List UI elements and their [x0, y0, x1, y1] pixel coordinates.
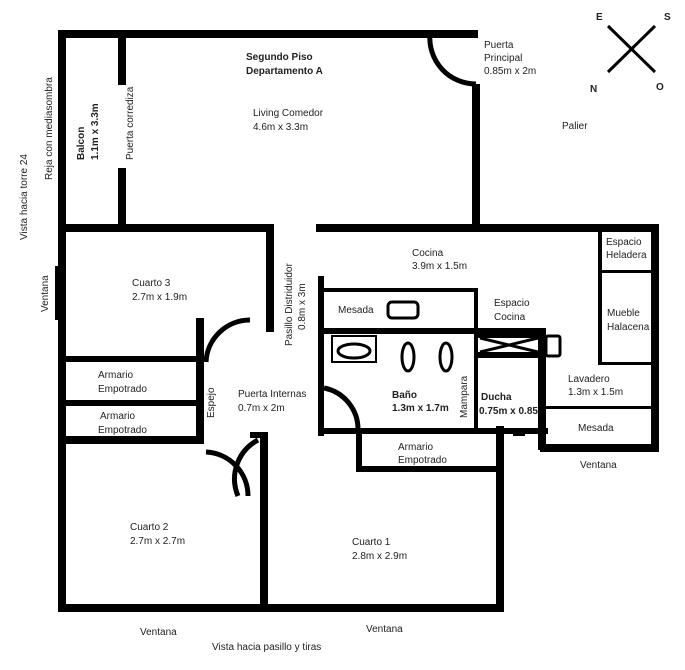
armario2-label: Armario — [100, 411, 135, 422]
armario1-label: Armario — [98, 370, 133, 381]
espacio-cocina-label: Espacio — [494, 298, 530, 309]
windows — [55, 266, 400, 612]
mesada-kitchen-label: Mesada — [338, 305, 374, 316]
plan-subtitle: Departamento A — [246, 66, 323, 77]
compass-s: S — [664, 12, 671, 23]
cuarto1-size: 2.8m x 2.9m — [352, 551, 407, 562]
main-door-label: Puerta — [484, 40, 514, 51]
plan-title: Segundo Piso — [246, 52, 313, 63]
heladera-label-2: Heladera — [606, 250, 647, 261]
armario3-label: Armario — [398, 442, 433, 453]
compass-icon: E S N O — [590, 12, 671, 95]
bidet-icon — [438, 341, 454, 373]
espacio-cocina-label-2: Cocina — [494, 312, 526, 323]
main-door-label-2: Principal — [484, 53, 522, 64]
living-label: Living Comedor — [253, 108, 324, 119]
mesada-lavadero-label: Mesada — [578, 423, 614, 434]
ducha-label: Ducha — [481, 392, 512, 403]
mueble-label: Mueble — [607, 308, 640, 319]
armario1-label-2: Empotrado — [98, 384, 147, 395]
cuarto2-size: 2.7m x 2.7m — [130, 536, 185, 547]
ventana-left-label: Ventana — [40, 275, 51, 312]
main-door-size: 0.85m x 2m — [484, 66, 536, 77]
compass-e: E — [596, 12, 603, 23]
balcon-size: 1.1m x 3.3m — [90, 103, 101, 160]
lavadero-size: 1.3m x 1.5m — [568, 387, 623, 398]
mueble-label-2: Halacena — [607, 322, 650, 333]
espejo-label: Espejo — [206, 387, 217, 418]
cuarto3-label: Cuarto 3 — [132, 278, 171, 289]
reja-label: Reja con mediasombra — [44, 77, 55, 180]
cocina-size: 3.9m x 1.5m — [412, 261, 467, 272]
ventana-right-label: Ventana — [580, 460, 617, 471]
ventana-bottom-left-label: Ventana — [140, 627, 177, 638]
vista-torre-label: Vista hacia torre 24 — [19, 154, 30, 240]
ducha-size: 0.75m x 0.85 — [479, 406, 538, 417]
pasillo-size: 0.8m x 3m — [297, 283, 308, 330]
cuarto1-label: Cuarto 1 — [352, 537, 391, 548]
toilet-icon — [400, 341, 416, 373]
armario2-label-2: Empotrado — [98, 425, 147, 436]
internal-doors-size: 0.7m x 2m — [238, 403, 285, 414]
mampara-label: Mampara — [459, 375, 470, 418]
armario3-label-2: Empotrado — [398, 455, 447, 466]
walls — [58, 30, 659, 612]
bano-size: 1.3m x 1.7m — [392, 403, 449, 414]
bathtub-sink-icon — [336, 342, 372, 360]
pasillo-label: Pasillo Distriduidor — [284, 263, 295, 346]
vista-pasillo-label: Vista hacia pasillo y tiras — [212, 642, 321, 653]
palier-label: Palier — [562, 121, 588, 132]
cocina-label: Cocina — [412, 248, 444, 259]
ventana-bottom-mid-label: Ventana — [366, 624, 403, 635]
cuarto3-size: 2.7m x 1.9m — [132, 292, 187, 303]
fixtures — [331, 300, 562, 436]
stove-icon — [479, 336, 539, 354]
living-size: 4.6m x 3.3m — [253, 122, 308, 133]
balcon-label: Balcon — [76, 127, 87, 160]
heladera-label: Espacio — [606, 237, 642, 248]
compass-n: N — [590, 84, 597, 95]
bano-label: Baño — [392, 390, 417, 401]
lavadero-label: Lavadero — [568, 374, 610, 385]
sink-icon — [386, 300, 420, 320]
main-door-icon — [427, 33, 477, 87]
door-arcs — [203, 33, 477, 497]
internal-doors-label: Puerta Internas — [238, 389, 306, 400]
cuarto2-label: Cuarto 2 — [130, 522, 169, 533]
sliding-door-label: Puerta corrediza — [125, 86, 136, 160]
compass-o: O — [656, 82, 664, 93]
